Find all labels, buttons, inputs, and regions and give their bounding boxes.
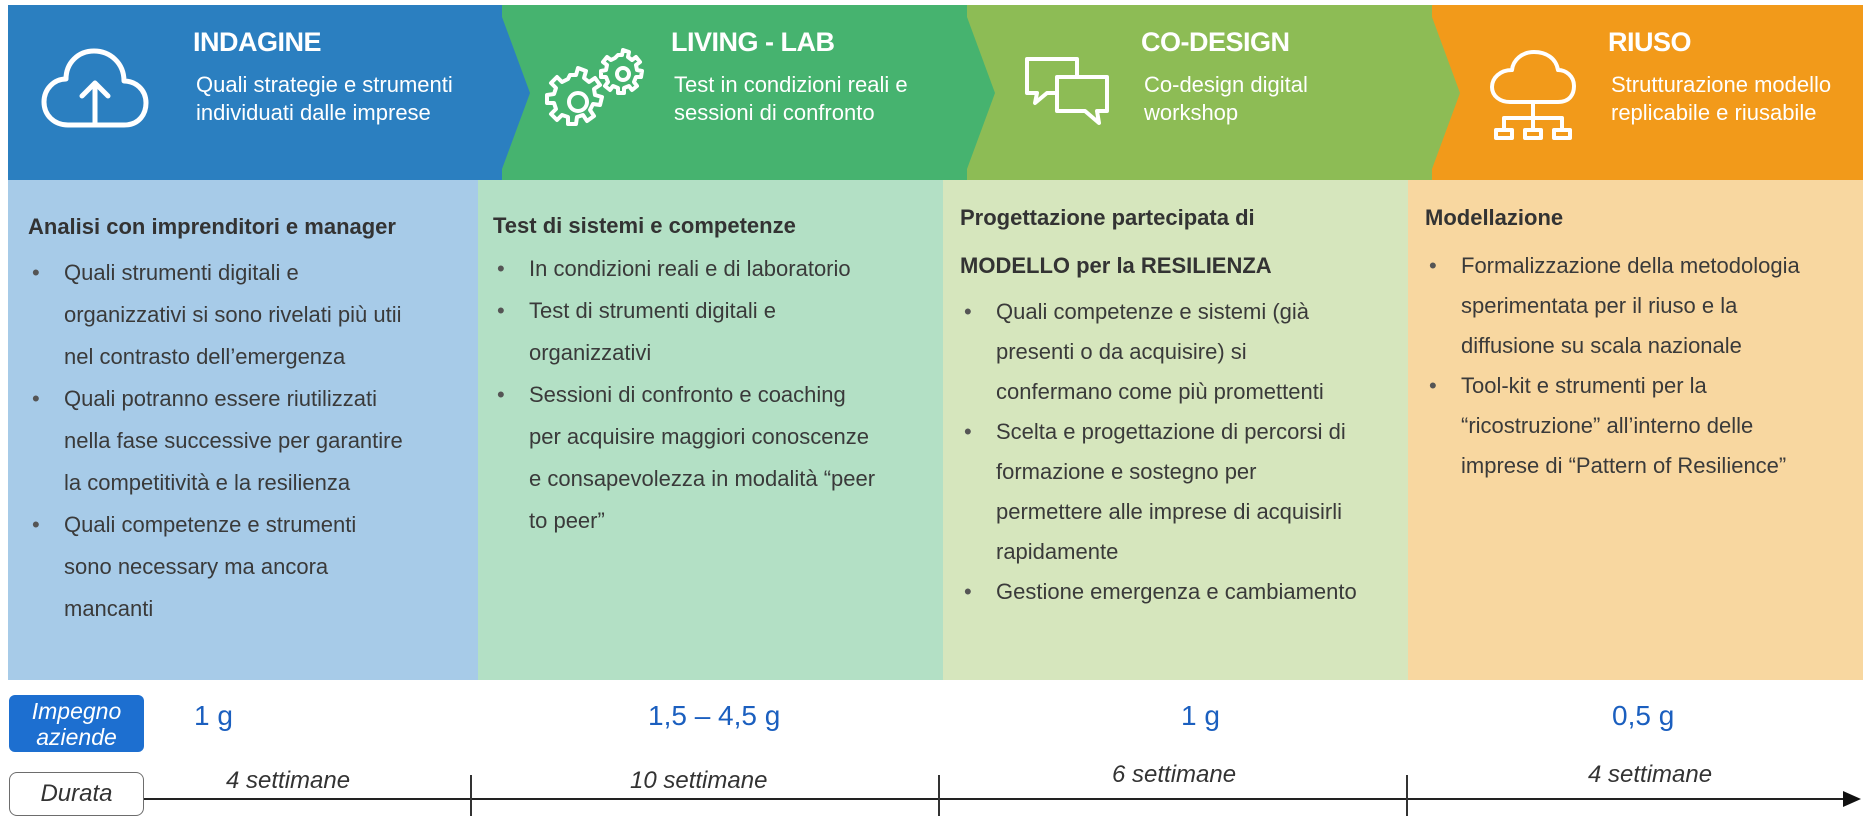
- duration-riuso: 4 settimane: [1588, 761, 1713, 788]
- phase-title: RIUSO: [1608, 27, 1692, 57]
- chat-bubbles-icon: [1023, 53, 1113, 138]
- phase-bullet-list: Quali strumenti digitali e organizzativi…: [28, 252, 403, 630]
- phase-title: INDAGINE: [193, 27, 322, 57]
- phase-bullet-list: Quali competenze e sistemi (già presenti…: [960, 292, 1357, 612]
- effort-value-living-lab: 1,5 – 4,5 g: [648, 700, 781, 731]
- gears-icon: [540, 47, 650, 142]
- phase-body-heading: Progettazione partecipata di MODELLO per…: [960, 205, 1272, 278]
- timeline-tick: [1406, 775, 1408, 816]
- phase-subtitle: Quali strategie e strumenti individuati …: [196, 72, 453, 125]
- phase-body-co-design: Progettazione partecipata di MODELLO per…: [943, 180, 1408, 680]
- phase-header-indagine: INDAGINE Quali strategie e strumenti ind…: [8, 5, 478, 180]
- phase-body-riuso: Modellazione Formalizzazione della metod…: [1408, 180, 1863, 680]
- bullet-item: Quali potranno essere riutilizzati nella…: [28, 378, 403, 504]
- bullet-item: Gestione emergenza e cambiamento: [960, 572, 1357, 612]
- effort-value-indagine: 1 g: [194, 700, 233, 731]
- phase-title: CO-DESIGN: [1141, 27, 1290, 57]
- cloud-upload-icon: [40, 43, 150, 143]
- phase-subtitle: Strutturazione modello replicabile e riu…: [1611, 72, 1832, 125]
- bullet-item: Quali competenze e sistemi (già presenti…: [960, 292, 1357, 412]
- timeline-axis: [144, 798, 1844, 800]
- phase-body-indagine: Analisi con imprenditori e manager Quali…: [8, 180, 478, 680]
- phase-bullet-list: In condizioni reali e di laboratorio Tes…: [493, 248, 875, 542]
- duration-indagine: 4 settimane: [226, 767, 351, 794]
- duration-living-lab: 10 settimane: [630, 767, 768, 794]
- phase-subtitle: Co-design digital workshop: [1144, 72, 1308, 125]
- bullet-item: Quali competenze e strumenti sono necess…: [28, 504, 403, 630]
- bullet-item: In condizioni reali e di laboratorio: [493, 248, 875, 290]
- phase-bullet-list: Formalizzazione della metodologia sperim…: [1425, 246, 1800, 486]
- bullet-item: Scelta e progettazione di percorsi di fo…: [960, 412, 1357, 572]
- effort-value-co-design: 1 g: [1181, 700, 1220, 731]
- bullet-item: Quali strumenti digitali e organizzativi…: [28, 252, 403, 378]
- durata-label: Durata: [9, 772, 144, 816]
- timeline-tick: [470, 775, 472, 816]
- phase-subtitle: Test in condizioni reali e sessioni di c…: [674, 72, 908, 125]
- phase-header-riuso: RIUSO Strutturazione modello replicabile…: [1408, 5, 1863, 180]
- bullet-item: Test di strumenti digitali e organizzati…: [493, 290, 875, 374]
- chevron-arrow-3: [1408, 5, 1460, 180]
- phase-title: LIVING - LAB: [671, 27, 835, 57]
- chevron-arrow-2: [943, 5, 995, 180]
- cloud-network-icon: [1488, 50, 1578, 155]
- duration-co-design: 6 settimane: [1112, 761, 1237, 788]
- phase-header-co-design: CO-DESIGN Co-design digital workshop: [943, 5, 1408, 180]
- phase-body-heading: Analisi con imprenditori e manager: [28, 214, 396, 239]
- phase-header-living-lab: LIVING - LAB Test in condizioni reali e …: [478, 5, 943, 180]
- phase-body-living-lab: Test di sistemi e competenze In condizio…: [478, 180, 943, 680]
- effort-value-riuso: 0,5 g: [1612, 700, 1675, 731]
- phase-body-heading: Test di sistemi e competenze: [493, 213, 796, 238]
- bullet-item: Sessioni di confronto e coaching per acq…: [493, 374, 875, 542]
- bullet-item: Tool-kit e strumenti per la “ricostruzio…: [1425, 366, 1800, 486]
- phase-body-heading: Modellazione: [1425, 205, 1564, 230]
- bullet-item: Formalizzazione della metodologia sperim…: [1425, 246, 1800, 366]
- timeline-arrowhead: [1843, 791, 1861, 807]
- impegno-aziende-label: Impegno aziende: [9, 695, 144, 752]
- chevron-arrow-1: [478, 5, 530, 180]
- timeline-tick: [938, 775, 940, 816]
